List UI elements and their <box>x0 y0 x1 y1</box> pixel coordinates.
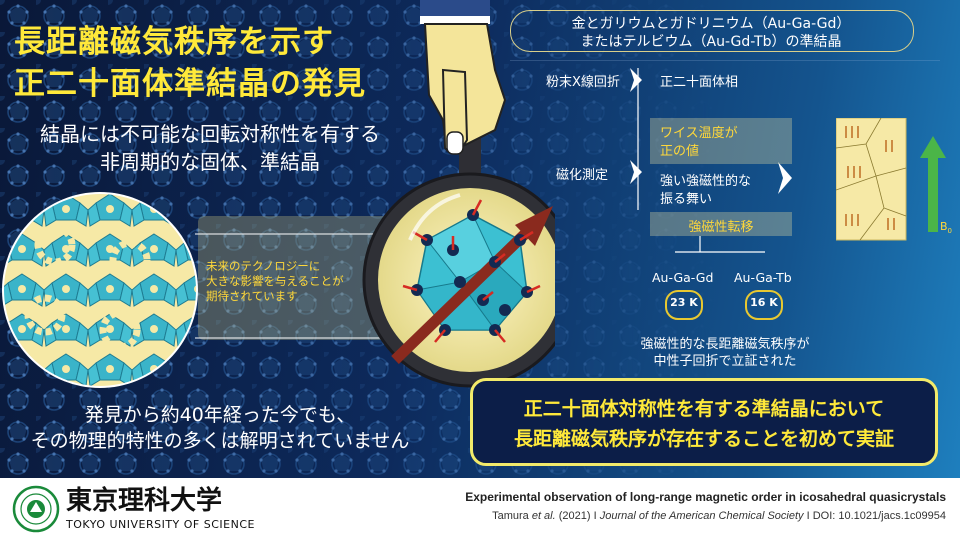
infographic-main: 長距離磁気秩序を示す 正二十面体準結晶の発見 結晶には不可能な回転対称性を有する… <box>0 0 960 478</box>
university-name-jp: 東京理科大学 <box>66 486 223 516</box>
magnetization-label: 磁化測定 <box>556 168 609 183</box>
subtitle-line-1: 結晶には不可能な回転対称性を有する <box>40 122 380 146</box>
bottom-line-2: その物理的特性の多くは解明されていません <box>30 430 410 452</box>
future-line-2: 大きな影響を与えることが <box>206 274 344 288</box>
strong-line-1: 強い強磁性的な <box>660 174 752 189</box>
temp-badge-2 <box>745 290 783 320</box>
weiss-box <box>650 118 792 164</box>
magnifying-glass-illustration <box>362 0 555 388</box>
subtitle-line-2: 非周期的な固体、準結晶 <box>100 150 320 174</box>
alloy-2: Au-Ga-Tb <box>734 270 792 285</box>
panel-header-box <box>510 10 914 52</box>
paper-title: Experimental observation of long-range m… <box>465 490 946 504</box>
magnetic-domain-illustration <box>836 118 946 241</box>
citation: Tamura et al. (2021) I Journal of the Am… <box>492 510 946 522</box>
alloy-1: Au-Ga-Gd <box>652 270 714 285</box>
title-line-1: 長距離磁気秩序を示す <box>14 24 334 60</box>
future-line-1: 未来のテクノロジーに <box>206 259 321 273</box>
conclusion-line-2: 長距離磁気秩序が存在することを初めて実証 <box>513 428 894 450</box>
transition-label: 強磁性転移 <box>688 220 754 235</box>
footer: 東京理科大学 TOKYO UNIVERSITY OF SCIENCE Exper… <box>0 478 960 540</box>
weiss-line-2: 正の値 <box>660 144 700 159</box>
conclusion-box <box>470 378 938 466</box>
panel-diagram-lines <box>510 60 940 253</box>
bottom-line-1: 発見から約40年経った今でも、 <box>84 404 356 426</box>
panel-header-line-2: またはテルビウム（Au-Gd-Tb）の準結晶 <box>580 34 842 50</box>
b0-label: B0 <box>940 220 953 236</box>
transition-box <box>650 212 792 236</box>
connector-lines <box>195 233 380 339</box>
xray-label: 粉末X線回折 <box>546 75 620 90</box>
panel-header-line-1: 金とガリウムとガドリニウム（Au-Ga-Gd） <box>571 16 851 32</box>
quasicrystal-pattern-circle <box>2 192 198 388</box>
conclusion-line-1: 正二十面体対称性を有する準結晶において <box>523 398 885 420</box>
weiss-line-1: ワイス温度が <box>660 126 738 141</box>
neutron-line-1: 強磁性的な長距離磁気秩序が <box>640 337 810 352</box>
university-seal-logo <box>12 485 60 533</box>
temp-badge-1 <box>665 290 703 320</box>
future-line-3: 期待されています <box>206 289 298 303</box>
xray-result: 正二十面体相 <box>660 75 739 90</box>
university-name-en: TOKYO UNIVERSITY OF SCIENCE <box>66 518 255 531</box>
temp-1: 23 K <box>670 296 698 309</box>
strong-line-2: 振る舞い <box>660 192 713 207</box>
title-line-2: 正二十面体準結晶の発見 <box>14 66 366 102</box>
neutron-line-2: 中性子回折で立証された <box>653 354 797 369</box>
temp-2: 16 K <box>750 296 778 309</box>
